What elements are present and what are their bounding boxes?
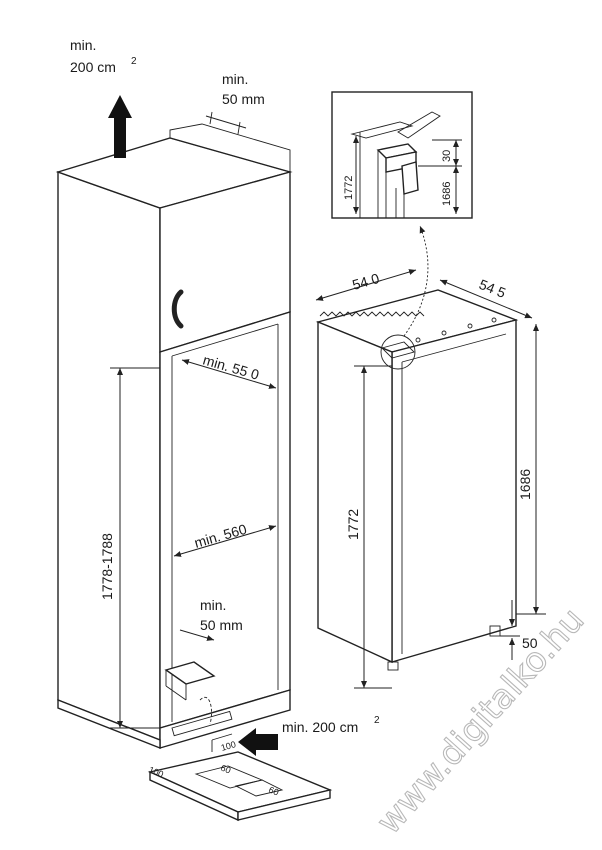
detail-top-label: 30 [441, 150, 453, 162]
top-gap-value-label: 50 mm [222, 91, 265, 107]
vent-grille-d-label: 60 [267, 785, 280, 798]
appliance-width-dimension [315, 269, 417, 301]
appliance-door [391, 319, 517, 663]
vent-grille-c-label: 60 [219, 763, 232, 776]
top-vent-area-label: 200 cm [70, 59, 116, 75]
bottom-gap-min-label: min. [200, 597, 226, 613]
detail-callout-circle [380, 334, 416, 370]
cabinet-left-side [57, 171, 161, 742]
niche-height-label: 1778-1788 [99, 533, 115, 600]
niche-width-dimension [173, 525, 277, 557]
foot-height-label: 50 [522, 635, 538, 651]
appliance [315, 289, 519, 671]
cabinet-niche [55, 123, 293, 750]
appliance-width-label: 54 0 [350, 270, 381, 293]
detail-total-label: 1772 [343, 176, 355, 200]
top-gap-min-label: min. [222, 71, 248, 87]
detail-door-label: 1686 [441, 182, 453, 206]
appliance-depth-dimension [439, 279, 533, 319]
bottom-vent-area-label: min. 200 cm [282, 719, 358, 735]
top-vent-min-label: min. [70, 37, 96, 53]
bottom-vent-opening [164, 661, 216, 685]
appliance-side [317, 320, 393, 664]
bottom-gap-value-label: 50 mm [200, 617, 243, 633]
bottom-gap-dimension [179, 629, 215, 641]
top-vent-area-sup: 2 [131, 56, 137, 67]
door-handle [171, 289, 184, 329]
plinth-grille [171, 710, 233, 737]
detail-callout-leader [403, 225, 429, 337]
door-height-label: 1686 [517, 469, 533, 500]
top-airflow-arrow-icon [108, 95, 132, 158]
bottom-airflow-arrow-icon [238, 728, 278, 756]
niche-depth-dimension [181, 359, 277, 389]
bottom-vent-area-sup: 2 [374, 715, 380, 726]
vent-grille-detail [147, 733, 333, 822]
appliance-height-label: 1772 [345, 509, 361, 540]
vent-grille-b-label: 100 [220, 739, 237, 753]
cabinet-back-strip [169, 123, 291, 173]
